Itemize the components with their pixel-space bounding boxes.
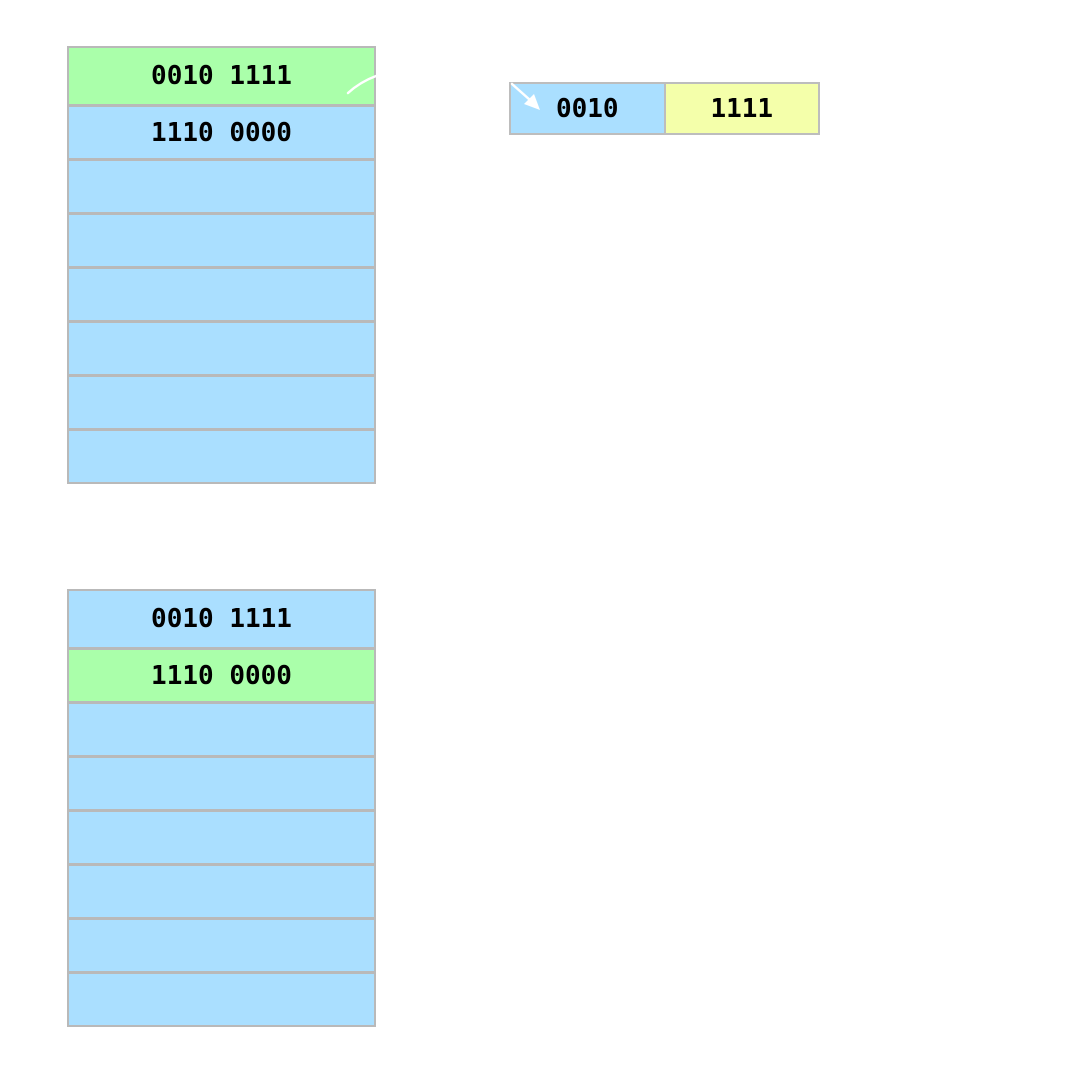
- memory-block-top: 0010 1111 1110 0000: [67, 46, 376, 484]
- memory-top-cell-3: [69, 212, 374, 266]
- memory-top-cell-6: [69, 374, 374, 428]
- memory-bottom-cell-6: [69, 917, 374, 971]
- memory-bottom-cell-3: [69, 755, 374, 809]
- memory-bottom-cell-0: 0010 1111: [69, 591, 374, 647]
- memory-bottom-cell-2: [69, 701, 374, 755]
- memory-top-cell-2: [69, 158, 374, 212]
- memory-top-cell-4: [69, 266, 374, 320]
- memory-top-cell-1: 1110 0000: [69, 104, 374, 158]
- memory-bottom-cell-5: [69, 863, 374, 917]
- memory-bottom-cell-4: [69, 809, 374, 863]
- register-low-nibble: 1111: [665, 84, 818, 133]
- register-high-nibble: 0010: [511, 84, 666, 133]
- memory-top-cell-7: [69, 428, 374, 482]
- memory-bottom-cell-1: 1110 0000: [69, 647, 374, 701]
- register-box: 0010 1111: [509, 82, 820, 135]
- memory-bottom-cell-7: [69, 971, 374, 1025]
- memory-top-cell-0: 0010 1111: [69, 48, 374, 104]
- memory-top-cell-5: [69, 320, 374, 374]
- memory-block-bottom: 0010 1111 1110 0000: [67, 589, 376, 1027]
